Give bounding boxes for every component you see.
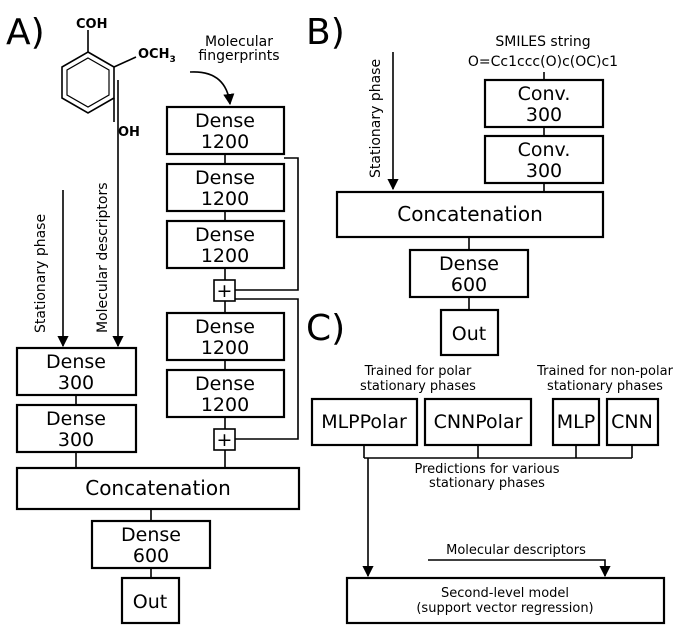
conv-block-2: Conv. 300 [483,134,605,185]
methoxy-bond [113,56,137,68]
svg-text:Concatenation: Concatenation [397,202,543,226]
methoxy-group: OCH3 [138,47,176,65]
svg-text:Dense: Dense [46,408,106,430]
nonpolar-label-line1: Trained for non-polar [536,364,673,379]
skip-connection-1 [235,157,299,291]
svg-text:300: 300 [58,429,94,451]
nonpolar-label-line2: stationary phases [547,379,663,394]
panel-c-label: C) [306,308,345,349]
svg-text:Dense: Dense [46,351,106,373]
model-mlp: MLP [551,397,601,447]
svg-text:300: 300 [58,372,94,394]
conv-block-1: Conv. 300 [483,78,605,129]
svg-text:MLPPolar: MLPPolar [321,411,407,433]
out-block-a: Out [120,576,181,625]
panel-b-label: B) [306,12,345,53]
svg-text:CNN: CNN [611,411,653,433]
skip-connection-2 [235,298,299,440]
dense-1200-block-3: Dense 1200 [165,219,286,270]
aldehyde-group: COH [76,17,107,32]
model-mlppolar: MLPPolar [310,397,419,447]
svg-text:Dense: Dense [195,224,255,246]
svg-text:+: + [217,280,233,302]
svg-text:Dense: Dense [195,110,255,132]
svg-text:Conv.: Conv. [518,139,571,161]
svg-text:300: 300 [526,104,562,126]
concatenation-block-b: Concatenation [335,190,605,239]
model-cnnpolar: CNNPolar [423,397,533,447]
predictions-label-line1: Predictions for various [414,462,559,477]
benzene-ring [61,51,115,114]
molecular-descriptors-label-c: Molecular descriptors [446,543,586,558]
hydroxyl-group: OH [118,125,140,140]
fingerprints-arrow [189,71,235,106]
svg-text:Conv.: Conv. [518,83,571,105]
molecular-descriptors-arrow-c [428,559,611,578]
predictions-label-line2: stationary phases [429,476,545,491]
panel-a: A) COH OCH3 OH Molecular fingerprints St… [6,12,301,625]
svg-text:600: 600 [133,545,169,567]
dense-1200-block-4: Dense 1200 [165,311,286,362]
fingerprints-label-line2: fingerprints [198,48,279,64]
svg-text:Out: Out [133,591,167,613]
svg-text:Dense: Dense [195,167,255,189]
polar-label-line1: Trained for polar [364,364,472,379]
aromatic-ring-inner [66,57,110,108]
svg-text:Out: Out [452,323,486,345]
dense-600-block-b: Dense 600 [408,248,530,299]
svg-text:Dense: Dense [439,253,499,275]
svg-text:Dense: Dense [195,316,255,338]
dense-300-block-2: Dense 300 [15,403,138,454]
out-block-b: Out [439,308,500,357]
svg-text:+: + [217,429,233,451]
smiles-title: SMILES string [495,34,590,50]
second-level-model-block: Second-level model (support vector regre… [345,576,666,625]
svg-text:Second-level model: Second-level model [441,586,569,601]
fingerprints-label-line1: Molecular [205,34,273,50]
svg-text:1200: 1200 [201,188,249,210]
dense-1200-block-1: Dense 1200 [165,105,286,156]
panel-c: C) Trained for polar stationary phases T… [306,308,674,625]
dense-300-block-1: Dense 300 [15,346,138,397]
model-cnn: CNN [605,397,660,447]
svg-text:1200: 1200 [201,394,249,416]
svg-text:1200: 1200 [201,337,249,359]
panel-a-label: A) [6,12,45,53]
svg-text:300: 300 [526,160,562,182]
add-node-2: + [213,428,236,451]
polar-label-line2: stationary phases [360,379,476,394]
molecular-descriptors-label-a: Molecular descriptors [95,182,111,333]
svg-text:(support vector regression): (support vector regression) [416,601,593,616]
svg-text:MLP: MLP [557,411,595,433]
svg-text:Dense: Dense [121,524,181,546]
svg-text:Concatenation: Concatenation [85,476,231,500]
svg-text:1200: 1200 [201,245,249,267]
smiles-string: O=Cc1ccc(O)c(OC)c1 [468,54,618,70]
stationary-phase-label-b: Stationary phase [368,59,384,178]
concatenation-block-a: Concatenation [15,466,301,511]
dense-600-block-a: Dense 600 [90,519,212,570]
dense-1200-block-5: Dense 1200 [165,368,286,419]
svg-text:CNNPolar: CNNPolar [434,411,523,433]
panel-b: B) SMILES string O=Cc1ccc(O)c(OC)c1 Stat… [306,12,618,357]
svg-text:Dense: Dense [195,373,255,395]
svg-text:600: 600 [451,274,487,296]
stationary-phase-label-a: Stationary phase [33,214,49,333]
dense-1200-block-2: Dense 1200 [165,162,286,213]
add-node-1: + [213,279,236,302]
svg-text:1200: 1200 [201,131,249,153]
vanillin-structure: COH OCH3 OH [61,17,176,140]
